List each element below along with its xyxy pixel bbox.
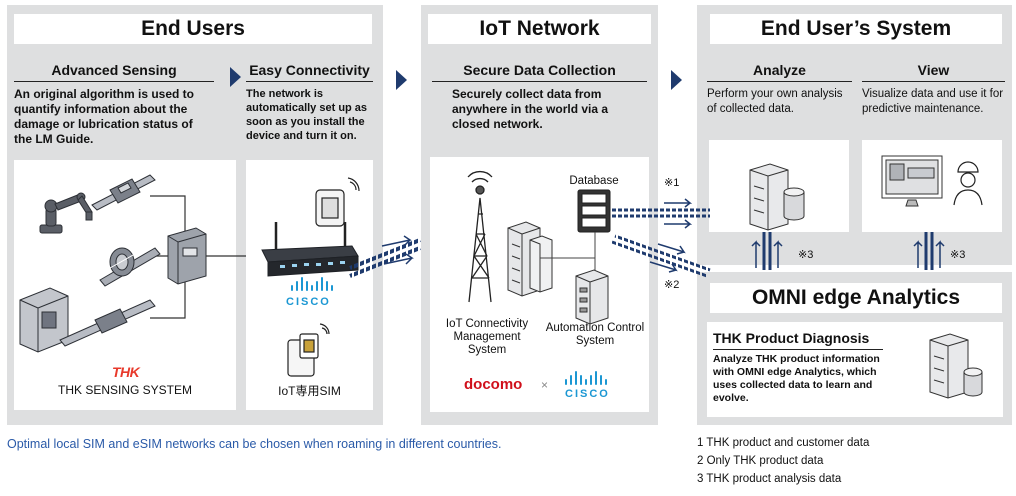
up-arrows: [751, 232, 945, 270]
cisco-bars-icon: [565, 371, 607, 385]
server-icon: [507, 221, 553, 297]
thk-logo: THK: [112, 364, 140, 380]
machine-tool-icon: [19, 287, 156, 353]
secure-data-heading: Secure Data Collection: [432, 62, 647, 82]
advanced-sensing-text: An original algorithm is used to quantif…: [14, 87, 195, 146]
server-icon: [929, 333, 983, 399]
thk-diagnosis-heading: THK Product Diagnosis: [713, 330, 883, 350]
chevron-right-icon: [671, 70, 682, 90]
analyze-heading: Analyze: [707, 62, 852, 82]
easy-connectivity-text: The network is automatically set up as s…: [246, 88, 368, 142]
times-sign: ×: [541, 378, 549, 392]
worker-icon: [953, 161, 983, 206]
omni-title: OMNI edge Analytics: [710, 283, 1002, 313]
thk-diagnosis-text: Analyze THK product information with OMN…: [713, 353, 880, 404]
legend-item-2: 2 Only THK product data: [697, 455, 824, 467]
analyze-text: Perform your own analysis of collected d…: [707, 88, 843, 115]
marker-1: ※1: [664, 177, 680, 189]
thk-sensing-caption: THK SENSING SYSTEM: [57, 383, 193, 397]
chevron-right-icon: [396, 70, 407, 90]
docomo-logo: docomo: [464, 376, 523, 393]
device-wifi-icon: [315, 177, 360, 227]
sensor-box-icon: [167, 227, 207, 285]
legend-item-1: 1 THK product and customer data: [697, 437, 870, 449]
cisco-bars-icon: [291, 277, 333, 291]
linear-guide-icon: [91, 174, 156, 211]
end-user-system-title: End User’s System: [710, 14, 1002, 44]
secure-data-text: Securely collect data from anywhere in t…: [452, 87, 609, 131]
sensor-wiring: [150, 195, 246, 319]
sim-card-icon: [287, 323, 330, 377]
router-icon: [261, 222, 359, 277]
marker-2: ※2: [664, 279, 680, 291]
linear-guide-icon: [99, 247, 161, 287]
robot-arm-icon: [39, 192, 93, 234]
double-arrow-icon-left: [349, 235, 421, 278]
monitor-icon: [881, 155, 943, 207]
cisco-logo-connectivity: CISCO: [286, 296, 331, 308]
marker-3-view: ※3: [950, 249, 966, 261]
view-heading: View: [862, 62, 1005, 82]
iot-network-title: IoT Network: [428, 14, 651, 44]
iot-cms-label: IoT Connectivity Management System: [445, 318, 529, 356]
legend-item-3: 3 THK product analysis data: [697, 473, 842, 485]
cisco-logo-network: CISCO: [565, 388, 610, 400]
chevron-right-icon: [230, 67, 241, 87]
automation-label: Automation Control System: [545, 322, 645, 347]
sim-caption: IoT専用SIM: [278, 384, 341, 398]
database-icon: [577, 189, 611, 233]
advanced-sensing-heading: Advanced Sensing: [14, 62, 214, 82]
control-system-icon: [575, 269, 609, 325]
antenna-tower-icon: [467, 171, 493, 303]
double-arrow-icon-right: [611, 198, 711, 278]
marker-3-analyze: ※3: [798, 249, 814, 261]
view-text: Visualize data and use it for predictive…: [862, 88, 1004, 115]
database-label: Database: [569, 175, 619, 187]
end-users-title: End Users: [14, 14, 372, 44]
roaming-note: Optimal local SIM and eSIM networks can …: [7, 437, 502, 451]
easy-connectivity-heading: Easy Connectivity: [246, 62, 373, 82]
server-icon: [749, 163, 805, 231]
